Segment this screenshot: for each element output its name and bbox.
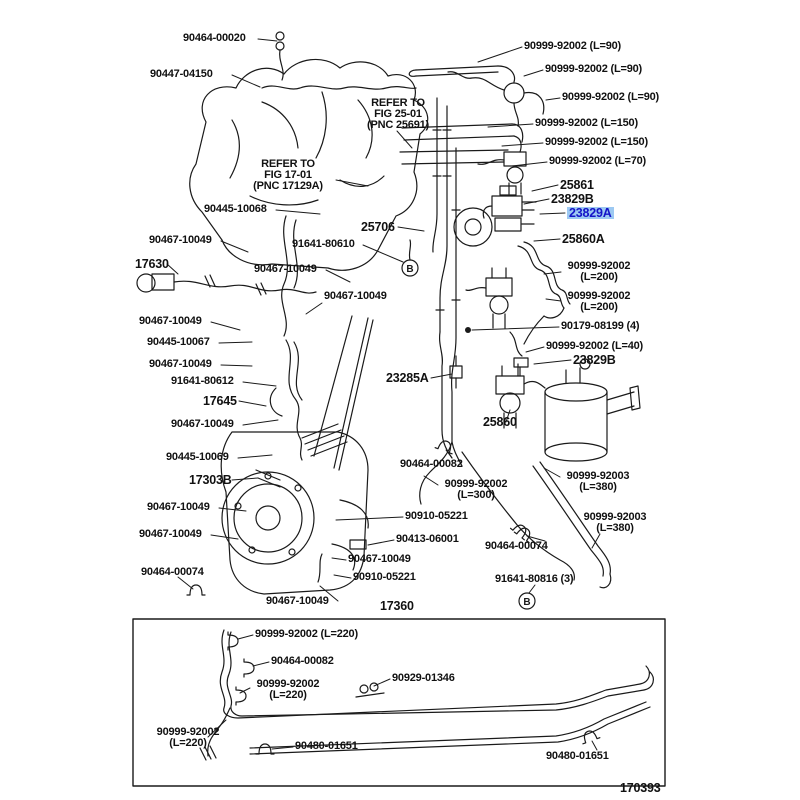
part-label-90467-10049-42[interactable]: 90467-10049: [139, 528, 202, 540]
part-label-90929-01346[interactable]: 90929-01346: [392, 672, 455, 684]
part-label-90467-10049-49[interactable]: 90467-10049: [266, 595, 329, 607]
part-label-17303b[interactable]: 17303B: [189, 473, 232, 487]
part-label-90480-01651-1[interactable]: 90480-01651: [295, 740, 358, 752]
part-label-25860[interactable]: 25860: [483, 415, 517, 429]
vsv-valve-mid: [465, 267, 513, 333]
leader-lines: [166, 38, 601, 751]
part-label-91641-80612[interactable]: 91641-80612: [171, 375, 234, 387]
part-label-90467-10049-21[interactable]: 90467-10049: [324, 290, 387, 302]
part-label-90464-00074-2[interactable]: 90464-00074: [141, 566, 204, 578]
part-label-90999-92003-l380-1[interactable]: 90999-92003 (L=380): [566, 470, 630, 493]
part-label-90467-10049-16[interactable]: 90467-10049: [149, 234, 212, 246]
part-label-90445-10069[interactable]: 90445-10069: [166, 451, 229, 463]
bottom-box: [132, 618, 666, 787]
fittings-clamps: [186, 355, 536, 596]
figure-number: 170393: [620, 781, 661, 795]
part-label-23829b-1[interactable]: 23829B: [551, 192, 594, 206]
part-label-90999-92002-l40[interactable]: 90999-92002 (L=40): [546, 340, 644, 352]
part-label-90999-92002-2[interactable]: 90999-92002 (L=90): [545, 63, 643, 75]
part-23829b-lower: [513, 357, 529, 377]
part-label-90999-92002-l200-1[interactable]: 90999-92002 (L=200): [567, 260, 631, 283]
part-label-25706[interactable]: 25706: [361, 220, 395, 234]
part-label-90445-10067[interactable]: 90445-10067: [147, 336, 210, 348]
part-label-17360[interactable]: 17360: [380, 599, 414, 613]
connector-b-label: B: [406, 264, 413, 275]
note-refer-fig-17-01: REFER TO FIG 17-01 (PNC 17129A): [253, 158, 323, 192]
part-label-91641-80610[interactable]: 91641-80610: [292, 238, 355, 250]
part-label-90464-00082-2[interactable]: 90464-00082: [271, 655, 334, 667]
connector-b-symbols: [401, 239, 536, 610]
part-label-90464-00020[interactable]: 90464-00020: [183, 32, 246, 44]
part-label-90999-92002-4[interactable]: 90999-92002 (L=150): [535, 117, 638, 129]
part-label-90467-10049-45[interactable]: 90467-10049: [348, 553, 411, 565]
part-label-23285a[interactable]: 23285A: [386, 371, 429, 385]
engine-outline: [189, 58, 429, 271]
note-refer-fig-25-01: REFER TO FIG 25-01 (PNC 25691): [367, 97, 429, 131]
part-label-90910-05221-2[interactable]: 90910-05221: [353, 571, 416, 583]
part-label-90999-92003-l380-2[interactable]: 90999-92003 (L=380): [583, 511, 647, 534]
part-label-90467-10049-39[interactable]: 90467-10049: [147, 501, 210, 513]
part-label-90999-92002-l220-1[interactable]: 90999-92002 (L=220): [255, 628, 358, 640]
part-label-90467-10049-27[interactable]: 90467-10049: [149, 358, 212, 370]
part-label-90480-01651-2[interactable]: 90480-01651: [546, 750, 609, 762]
part-label-90999-92002-6[interactable]: 90999-92002 (L=70): [549, 155, 647, 167]
part-label-90999-92002-l200-2[interactable]: 90999-92002 (L=200): [567, 290, 631, 313]
hoses-l200: [509, 241, 571, 357]
part-label-90467-10049-19[interactable]: 90467-10049: [254, 263, 317, 275]
part-label-90179-08199[interactable]: 90179-08199 (4): [561, 320, 640, 332]
part-label-25861[interactable]: 25861: [560, 178, 594, 192]
part-label-90467-10049-23[interactable]: 90467-10049: [139, 315, 202, 327]
part-label-90999-92002-l220-2[interactable]: 90999-92002 (L=220): [256, 678, 320, 701]
part-label-23829b-2[interactable]: 23829B: [573, 353, 616, 367]
hoses-lower-right: [419, 441, 612, 589]
lower-assembly: [220, 423, 369, 595]
part-label-90447-04150[interactable]: 90447-04150: [150, 68, 213, 80]
part-label-90464-00074-1[interactable]: 90464-00074: [485, 540, 548, 552]
part-label-23829a-highlighted[interactable]: 23829A: [567, 206, 614, 220]
part-label-90999-92002-l220-3[interactable]: 90999-92002 (L=220): [156, 726, 220, 749]
part-label-17645[interactable]: 17645: [203, 394, 237, 408]
part-label-90467-10049-32[interactable]: 90467-10049: [171, 418, 234, 430]
top-hoses: [261, 31, 545, 195]
part-label-91641-80816[interactable]: 91641-80816 (3): [495, 573, 574, 585]
left-hoses: [136, 215, 374, 471]
part-label-90910-05221-1[interactable]: 90910-05221: [405, 510, 468, 522]
part-label-90999-92002-5[interactable]: 90999-92002 (L=150): [545, 136, 648, 148]
vsv-25860: [495, 363, 525, 429]
connector-b-label: B: [523, 597, 530, 608]
charcoal-canister: [523, 358, 641, 462]
part-label-90464-00082-1[interactable]: 90464-00082: [400, 458, 463, 470]
part-label-90999-92002-l300[interactable]: 90999-92002 (L=300): [444, 478, 508, 501]
throttle-assembly: [453, 185, 537, 247]
part-label-90413-06001[interactable]: 90413-06001: [396, 533, 459, 545]
part-label-90999-92002-3[interactable]: 90999-92002 (L=90): [562, 91, 660, 103]
part-label-90445-10068[interactable]: 90445-10068: [204, 203, 267, 215]
part-label-25860a[interactable]: 25860A: [562, 232, 605, 246]
center-pipes: [432, 97, 463, 467]
part-label-17630[interactable]: 17630: [135, 257, 169, 271]
part-label-90999-92002-1[interactable]: 90999-92002 (L=90): [524, 40, 622, 52]
